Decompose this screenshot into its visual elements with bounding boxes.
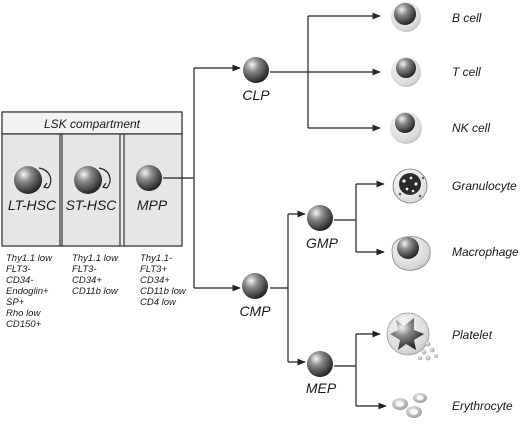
st-hsc-markers: Thy1.1 low FLT3- CD34+ CD11b low	[72, 253, 119, 297]
clp-cell-icon	[243, 57, 269, 83]
marker-text: CD150+	[6, 319, 42, 330]
lt-hsc-markers: Thy1.1 low FLT3- CD34- Endoglin+ SP+ Rho…	[6, 253, 53, 330]
marker-text: Thy1.1 low	[6, 253, 53, 264]
marker-text: SP+	[6, 297, 25, 308]
marker-text: CD34+	[72, 275, 102, 286]
st-hsc-label: ST-HSC	[66, 197, 118, 213]
erythrocyte-label: Erythrocyte	[452, 399, 513, 413]
platelet-icon	[386, 312, 438, 361]
marker-text: Thy1.1-	[140, 253, 172, 264]
macrophage-icon	[391, 236, 431, 271]
marker-text: CD34-	[6, 275, 33, 286]
granulocyte-icon	[392, 168, 428, 204]
t-cell-label: T cell	[452, 65, 481, 79]
st-hsc-cell-icon	[74, 166, 111, 194]
clp-label: CLP	[242, 87, 270, 103]
marker-text: Endoglin+	[6, 286, 49, 297]
gmp-label: GMP	[306, 235, 339, 251]
marker-text: Rho low	[6, 308, 41, 319]
mep-cell-icon	[307, 351, 333, 377]
granulocyte-label: Granulocyte	[452, 179, 517, 193]
erythrocyte-icon	[392, 393, 427, 418]
lsk-title: LSK compartment	[44, 117, 141, 131]
cmp-cell-icon	[242, 273, 268, 299]
lt-hsc-label: LT-HSC	[8, 197, 57, 213]
lsk-compartment: LSK compartment	[1, 111, 183, 247]
marker-text: FLT3+	[140, 264, 167, 275]
marker-text: CD34+	[140, 275, 170, 286]
marker-text: FLT3-	[6, 264, 31, 275]
marker-text: FLT3-	[72, 264, 97, 275]
nk-cell-icon	[390, 112, 422, 144]
lt-hsc-cell-icon	[14, 166, 52, 194]
mep-label: MEP	[306, 380, 337, 396]
mpp-markers: Thy1.1- FLT3+ CD34+ CD11b low CD4 low	[140, 253, 187, 308]
marker-text: CD4 low	[140, 297, 177, 308]
nk-cell-label: NK cell	[452, 121, 490, 135]
macrophage-label: Macrophage	[452, 245, 519, 259]
marker-text: Thy1.1 low	[72, 253, 119, 264]
t-cell-icon	[391, 57, 421, 87]
b-cell-label: B cell	[452, 11, 482, 25]
b-cell-icon	[391, 2, 421, 32]
mpp-cell-icon	[136, 165, 162, 191]
platelet-label: Platelet	[452, 328, 493, 342]
marker-text: CD11b low	[72, 286, 119, 297]
gmp-cell-icon	[307, 205, 333, 231]
mpp-label: MPP	[137, 197, 168, 213]
cmp-label: CMP	[239, 303, 271, 319]
lineage-connectors	[163, 12, 387, 410]
marker-text: CD11b low	[140, 286, 187, 297]
